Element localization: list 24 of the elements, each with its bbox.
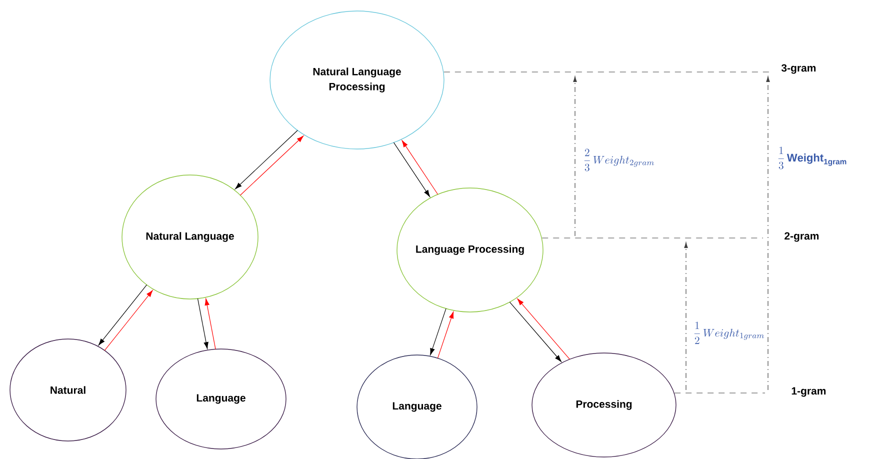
arrow	[240, 136, 304, 196]
arrow	[204, 298, 216, 350]
level-label: 2-gram	[784, 232, 819, 242]
arrow	[235, 130, 298, 190]
arrow	[437, 312, 454, 358]
weight-formula: $\frac{1}{2}\,Weight_{1gram}$	[694, 322, 764, 344]
arrow	[402, 140, 438, 195]
arrow	[393, 142, 430, 197]
level-label: 1-gram	[792, 387, 826, 397]
arrow	[197, 298, 208, 349]
weight-formula: $\frac{1}{3}\,\mathbf{Weight}_{\mathbf{1gram}}$	[778, 146, 846, 170]
arrow	[104, 290, 153, 351]
arrow	[98, 284, 148, 346]
ellipse-node: Natural	[10, 338, 126, 442]
ellipse-node: Processing	[532, 352, 676, 458]
ellipse-node: Language Processing	[396, 188, 544, 312]
weight-formula: $\frac{2}{3}\,Weight_{2gram}$	[584, 148, 654, 172]
arrow	[517, 298, 570, 360]
level-label: 3-gram	[781, 64, 816, 74]
ellipse-node: Natural Language Processing	[270, 10, 444, 150]
arrow	[509, 302, 562, 362]
arrow	[430, 308, 446, 356]
ellipse-node: Natural Language	[122, 174, 258, 300]
ellipse-node: Language	[156, 348, 286, 450]
